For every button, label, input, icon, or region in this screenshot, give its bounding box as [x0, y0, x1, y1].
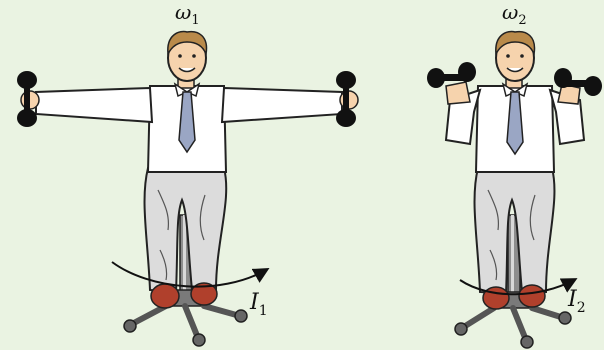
stool-right — [455, 215, 571, 348]
inertia-1-label: I1 — [249, 290, 268, 319]
omega-2-label: ω2 — [502, 0, 527, 28]
figure-arms-extended: ω1 — [17, 0, 358, 346]
omega-1-label: ω1 — [175, 0, 200, 28]
stool-left — [124, 215, 247, 346]
inertia-2-label: I2 — [567, 287, 586, 316]
right-arm-left-fig — [222, 88, 342, 122]
dumbbell-left-b — [427, 62, 476, 88]
left-arm-left-fig — [36, 88, 152, 122]
left-forearm-right-fig — [446, 82, 470, 104]
figure-arms-pulled-in: ω2 — [427, 0, 602, 348]
